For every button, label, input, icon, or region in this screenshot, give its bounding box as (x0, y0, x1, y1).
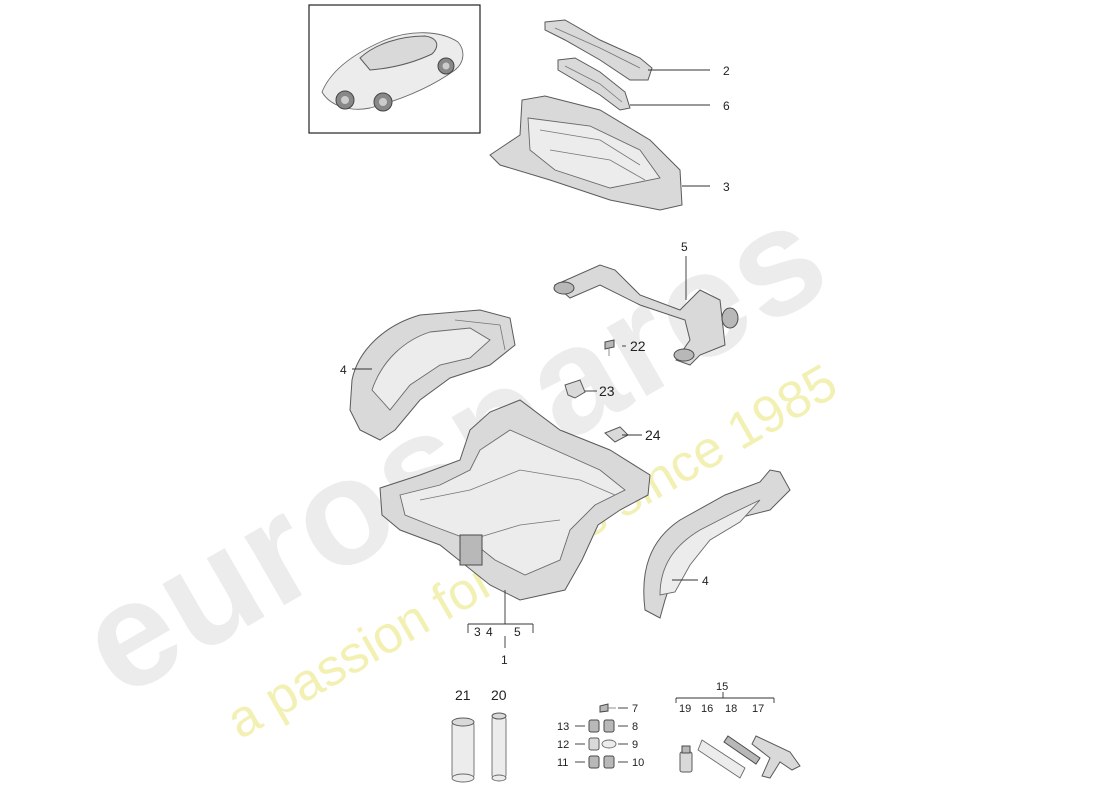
callout-16: 16 (701, 703, 713, 715)
callout-4-left: 4 (340, 363, 347, 377)
callout-13: 13 (557, 721, 569, 733)
group1-item-5: 5 (514, 625, 521, 639)
group1-item-4: 4 (486, 625, 493, 639)
part-19-bottle[interactable] (679, 745, 693, 773)
part-12-nut[interactable] (588, 737, 600, 751)
callout-12: 12 (557, 739, 569, 751)
callout-3: 3 (723, 180, 730, 194)
callout-20: 20 (491, 687, 507, 703)
part-10-nut[interactable] (603, 755, 615, 769)
part-4-wheelhouse-right[interactable] (643, 469, 791, 619)
part-3-rear-panel[interactable] (489, 95, 683, 211)
vehicle-thumbnail[interactable] (308, 4, 481, 134)
part-7-screw[interactable] (599, 703, 616, 713)
part-2-cross-member[interactable] (544, 19, 653, 81)
part-21-cartridge[interactable] (451, 717, 475, 783)
callout-22: 22 (630, 338, 646, 354)
callout-24: 24 (645, 427, 661, 443)
part-18-nozzle[interactable] (723, 735, 761, 765)
part-23-clip[interactable] (564, 379, 586, 399)
callout-17: 17 (752, 703, 764, 715)
part-8-nut[interactable] (603, 719, 615, 733)
callout-11: 11 (557, 757, 568, 769)
part-17-gun[interactable] (751, 735, 801, 779)
callout-6: 6 (723, 99, 730, 113)
callout-21: 21 (455, 687, 471, 703)
callout-18: 18 (725, 703, 737, 715)
part-4-wheelhouse-left[interactable] (349, 309, 516, 441)
callout-9: 9 (632, 739, 638, 751)
part-20-cartridge[interactable] (491, 712, 507, 782)
callout-2: 2 (723, 64, 730, 78)
car-icon (321, 32, 464, 112)
part-16-tube[interactable] (697, 739, 746, 779)
callout-15: 15 (716, 681, 728, 693)
callout-4-right: 4 (702, 574, 709, 588)
watermark: eurospares a passion for parts since 198… (52, 168, 854, 751)
part-11-nut[interactable] (588, 755, 600, 769)
callout-10: 10 (632, 757, 644, 769)
callout-5: 5 (681, 240, 688, 254)
part-22-bolt[interactable] (604, 339, 615, 356)
callout-8: 8 (632, 721, 638, 733)
part-1-floor-assembly[interactable] (379, 399, 651, 601)
callout-7: 7 (632, 703, 638, 715)
callout-1: 1 (501, 653, 508, 667)
callout-19: 19 (679, 703, 691, 715)
part-5-subframe[interactable] (553, 264, 739, 366)
group1-item-3: 3 (474, 625, 481, 639)
part-13-nut[interactable] (588, 719, 600, 733)
part-9-washer[interactable] (601, 739, 617, 749)
part-6-bracket[interactable] (557, 57, 631, 111)
callout-23: 23 (599, 383, 615, 399)
